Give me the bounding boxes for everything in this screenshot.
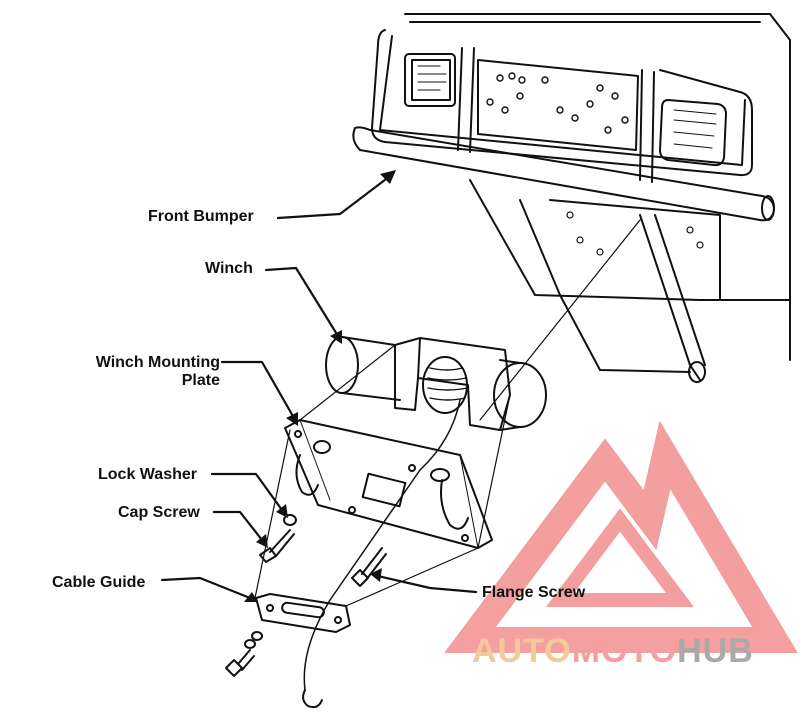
watermark-hub: HUB (677, 632, 754, 670)
label-winch-mounting-plate-line1: Winch Mounting (95, 354, 220, 371)
label-cable-guide: Cable Guide (52, 574, 146, 591)
winch-drawing (302, 336, 547, 709)
cable-guide-drawing (255, 593, 351, 633)
mounting-plate-drawing (284, 419, 493, 549)
automotohub-logo-mark (444, 420, 798, 653)
label-winch-mounting-plate-line2: Plate (181, 372, 220, 389)
arrowheads (244, 170, 396, 602)
label-winch-mounting-plate: Winch Mounting Plate (74, 354, 220, 390)
fasteners-drawing (225, 514, 387, 677)
label-lock-washer: Lock Washer (98, 466, 197, 483)
automotohub-watermark: AUTOMOTOHUB (472, 632, 754, 671)
label-flange-screw: Flange Screw (482, 584, 586, 601)
watermark-auto: AUTO (472, 632, 572, 670)
alignment-lines (254, 219, 641, 607)
leader-lines (160, 174, 478, 600)
label-cap-screw: Cap Screw (118, 504, 200, 521)
watermark-moto: MOTO (571, 632, 678, 670)
vehicle-front (352, 13, 791, 383)
label-winch: Winch (205, 260, 253, 277)
label-front-bumper: Front Bumper (148, 208, 254, 225)
